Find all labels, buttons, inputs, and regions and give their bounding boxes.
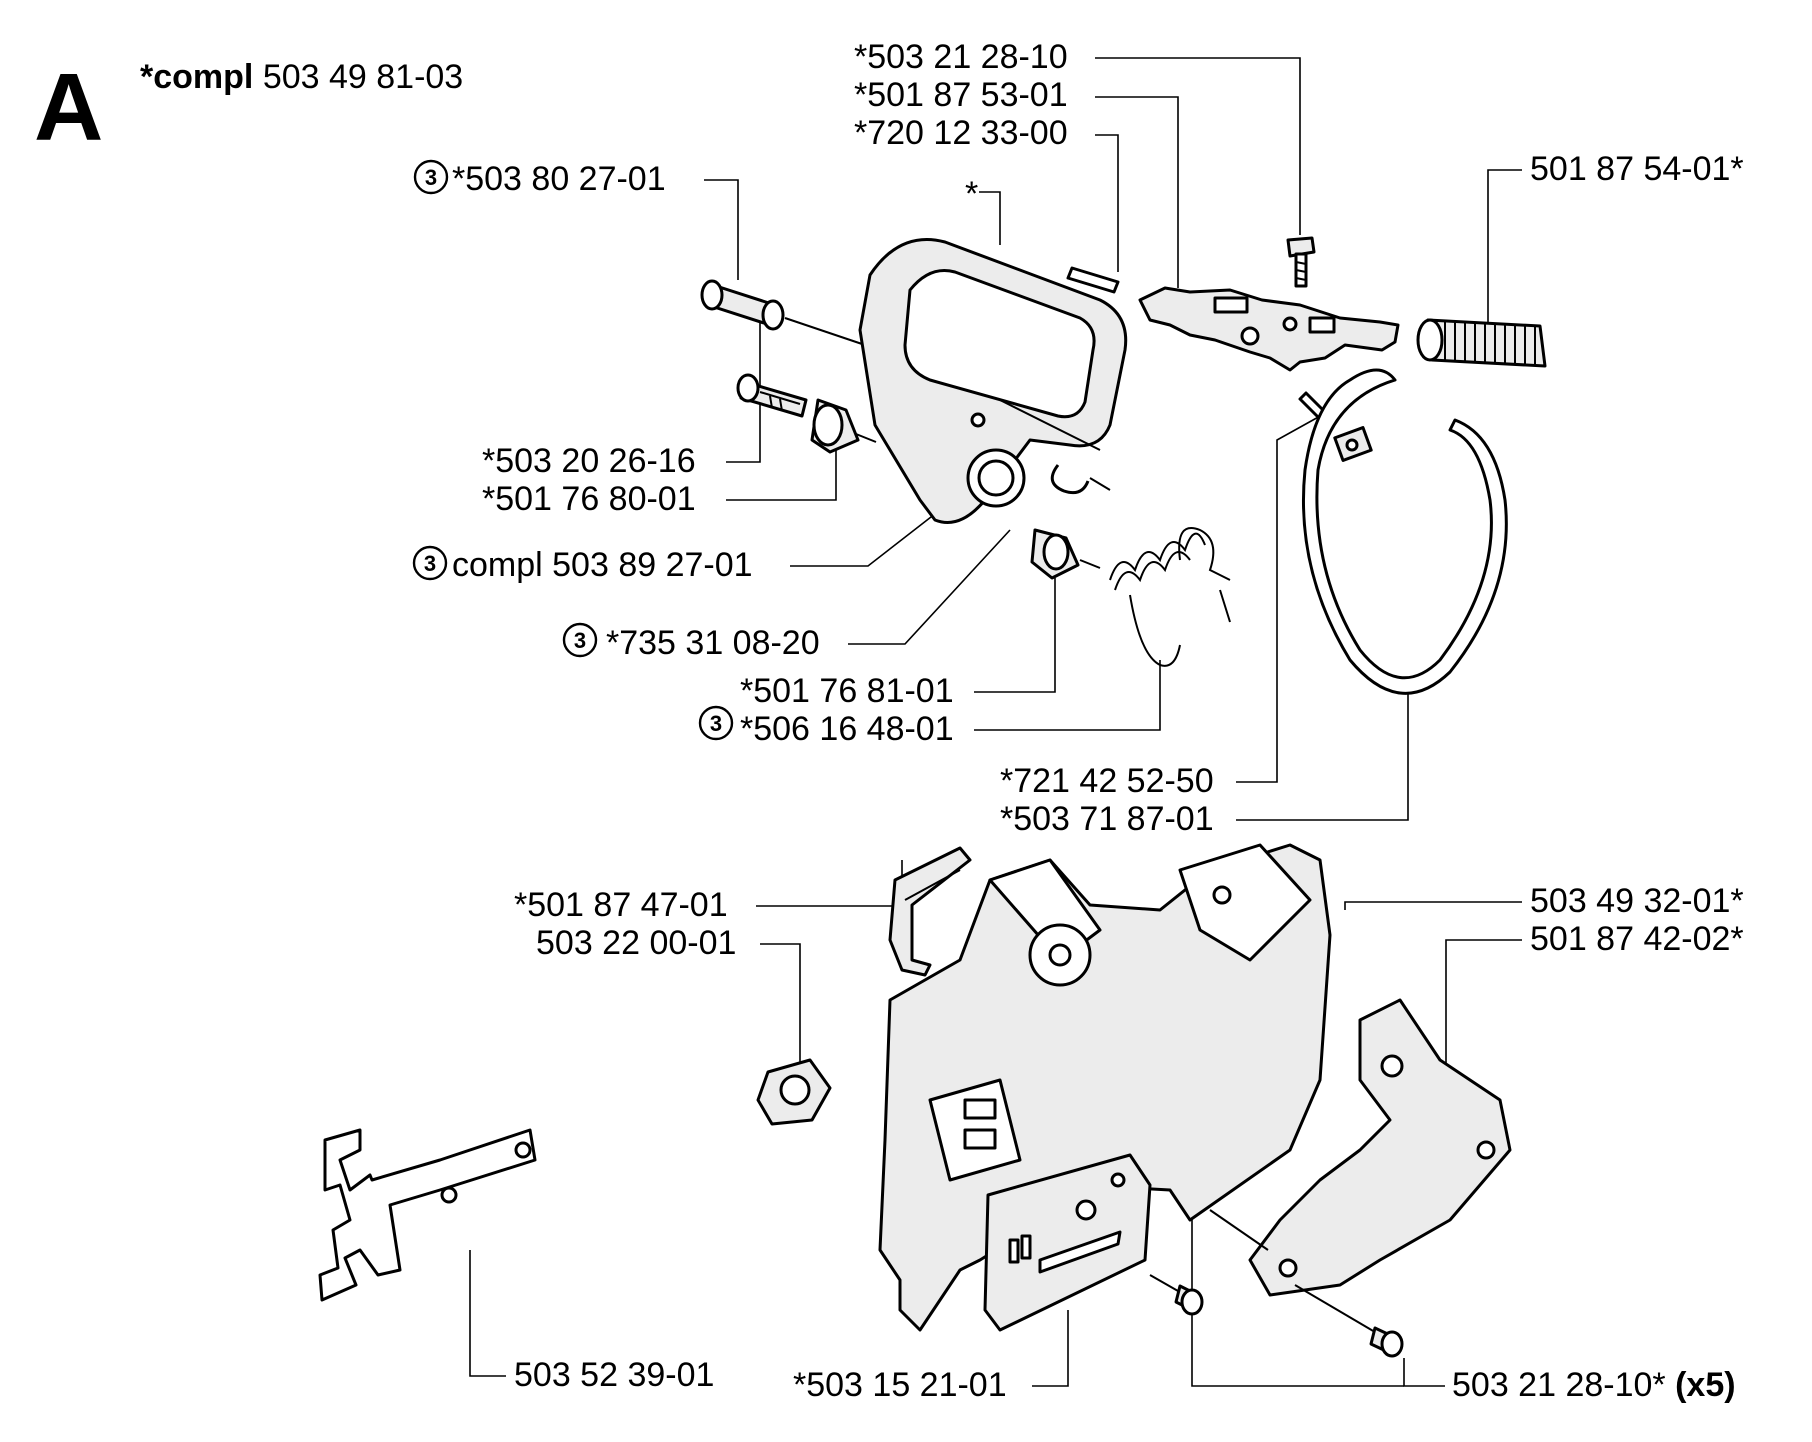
label-503-21-28-10-bottom: 503 21 28-10* (x5) <box>1452 1366 1736 1404</box>
label-503-71-87-01: *503 71 87-01 <box>1000 800 1214 838</box>
leader-735-31-08-20 <box>848 529 1011 645</box>
label-503-15-21-01: *503 15 21-01 <box>793 1366 1007 1404</box>
label-501-76-81-01: *501 76 81-01 <box>740 672 954 710</box>
leader-star <box>979 191 1001 245</box>
leader-503-21-28-10-top <box>1095 57 1301 235</box>
cover-plate-part <box>1209 998 1512 1297</box>
section-letter: A <box>34 54 103 161</box>
parts-lower <box>318 843 1512 1358</box>
leader-lines <box>469 57 1522 1387</box>
screw-503-21-28-10-bottom-1 <box>1149 1274 1204 1316</box>
brake-band-part <box>1301 368 1508 695</box>
leader-501-87-53-01 <box>1095 96 1179 288</box>
leader-506-16-48-01 <box>974 660 1161 731</box>
callout-number-2: 3 <box>424 551 436 576</box>
callout-number-1: 3 <box>425 165 437 190</box>
spring-part <box>1109 527 1231 667</box>
leader-503-21-28-10-bottom-b <box>1191 1196 1404 1387</box>
callout-number-3: 3 <box>574 628 586 653</box>
leader-503-52-39-01 <box>469 1250 506 1377</box>
bushing-part <box>700 279 866 346</box>
label-compl-503-89-27-01: compl 503 89 27-01 <box>452 546 753 584</box>
leader-503-21-28-10-bottom-a <box>1403 1358 1445 1387</box>
callout-circle-1 <box>413 159 449 195</box>
leader-503-20-26-16 <box>726 300 761 463</box>
label-503-80-27-01: *503 80 27-01 <box>452 160 666 198</box>
screw-503-20-26-16 <box>736 373 808 418</box>
label-503-21-28-10-top: *503 21 28-10 <box>854 38 1068 76</box>
screw-503-21-28-10-top <box>1286 236 1316 288</box>
label-721-42-52-50: *721 42 52-50 <box>1000 762 1214 800</box>
leader-503-80-27-01 <box>704 179 739 280</box>
label-qty-x5: (x5) <box>1675 1366 1735 1404</box>
brake-lever-part <box>1138 286 1400 372</box>
label-503-21-28-10-bottom-number: 503 21 28-10* <box>1452 1366 1666 1404</box>
leader-501-76-81-01 <box>974 578 1056 693</box>
leader-721-42-52-50 <box>1236 414 1323 783</box>
leader-501-87-47-01 <box>756 860 903 907</box>
callout-circle-2 <box>412 545 448 581</box>
leader-503-15-21-01 <box>1032 1310 1069 1387</box>
leader-compl-503-89-27-01 <box>790 509 941 567</box>
chain-guide-part <box>888 846 972 977</box>
grip-sleeve-part <box>1416 318 1547 368</box>
screw-503-21-28-10-bottom-2 <box>1294 1284 1404 1358</box>
nut-501-76-81-01 <box>1030 528 1101 580</box>
nut-503-22-00-01 <box>756 1058 832 1126</box>
bar-plate-part <box>983 1153 1152 1332</box>
leader-501-87-42-02 <box>1445 939 1522 1072</box>
leader-720-12-33-00 <box>1095 134 1119 272</box>
label-503-49-32-01: 503 49 32-01* <box>1530 882 1744 920</box>
leader-503-22-00-01 <box>760 943 801 1062</box>
leader-501-87-54-01 <box>1487 169 1522 326</box>
chain-tool-part <box>318 1128 537 1302</box>
kit-header: *compl 503 49 81-03 <box>140 58 463 96</box>
callout-circle-4 <box>698 705 734 741</box>
label-720-12-33-00: *720 12 33-00 <box>854 114 1068 152</box>
label-501-87-47-01: *501 87 47-01 <box>514 886 728 924</box>
leader-501-76-80-01 <box>726 440 837 501</box>
label-501-87-53-01: *501 87 53-01 <box>854 76 1068 114</box>
nut-501-76-80-01 <box>810 398 877 454</box>
label-503-52-39-01: 503 52 39-01 <box>514 1356 714 1394</box>
callout-circle-3 <box>562 622 598 658</box>
label-501-87-42-02: 501 87 42-02* <box>1530 920 1744 958</box>
pin-720-12-33-00 <box>1066 266 1120 294</box>
label-star: * <box>965 175 978 213</box>
label-501-87-54-01: 501 87 54-01* <box>1530 150 1744 188</box>
kit-prefix: *compl <box>140 58 253 96</box>
kit-part-number: 503 49 81-03 <box>263 58 463 96</box>
label-506-16-48-01: *506 16 48-01 <box>740 710 954 748</box>
leader-503-71-87-01 <box>1236 680 1409 821</box>
circlip-part <box>1050 464 1111 495</box>
label-501-76-80-01: *501 76 80-01 <box>482 480 696 518</box>
label-503-22-00-01: 503 22 00-01 <box>536 924 736 962</box>
callout-number-4: 3 <box>710 711 722 736</box>
leader-503-49-32-01 <box>1344 901 1522 910</box>
handle-guard-part <box>858 237 1128 524</box>
parts-upper <box>700 236 1547 695</box>
label-735-31-08-20: *735 31 08-20 <box>606 624 820 662</box>
label-503-20-26-16: *503 20 26-16 <box>482 442 696 480</box>
